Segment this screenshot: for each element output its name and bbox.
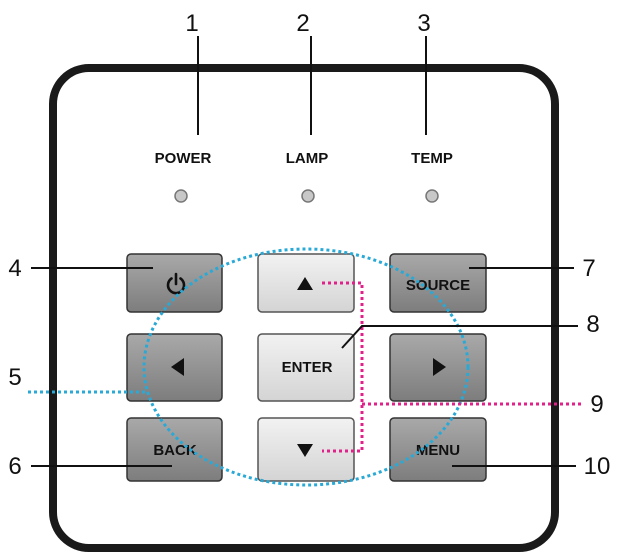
navigation-ring [142, 247, 470, 487]
callout-6: 6 [8, 453, 21, 480]
callout-8: 8 [586, 311, 599, 338]
down-arrow-icon [297, 444, 313, 457]
up-arrow-icon [297, 277, 313, 290]
arrow-keys-leader [322, 281, 364, 453]
callout-2: 2 [296, 10, 309, 37]
menu-button[interactable]: MENU [389, 417, 487, 482]
power-icon [166, 272, 186, 295]
source-button[interactable]: SOURCE [389, 253, 487, 313]
callout-8-leader [341, 325, 578, 349]
callout-1: 1 [185, 10, 198, 37]
enter-button[interactable]: ENTER [257, 333, 355, 402]
enter-button-label: ENTER [282, 359, 333, 376]
power-button[interactable] [126, 253, 223, 313]
callout-5: 5 [8, 364, 21, 391]
source-button-label: SOURCE [406, 277, 470, 294]
callout-10: 10 [584, 453, 611, 480]
power-indicator-label: POWER [155, 150, 212, 167]
back-button[interactable]: BACK [126, 417, 223, 482]
left-arrow-icon [171, 358, 184, 376]
callout-9: 9 [590, 391, 603, 418]
power-led [174, 189, 188, 203]
right-button[interactable] [389, 333, 487, 402]
callout-3: 3 [417, 10, 430, 37]
callout-7: 7 [582, 255, 595, 282]
temp-indicator-label: TEMP [411, 150, 453, 167]
right-arrow-icon [433, 358, 446, 376]
lamp-led [301, 189, 315, 203]
temp-led [425, 189, 439, 203]
up-button[interactable] [257, 253, 355, 313]
left-button[interactable] [126, 333, 223, 402]
callout-4: 4 [8, 255, 21, 282]
lamp-indicator-label: LAMP [286, 150, 329, 167]
